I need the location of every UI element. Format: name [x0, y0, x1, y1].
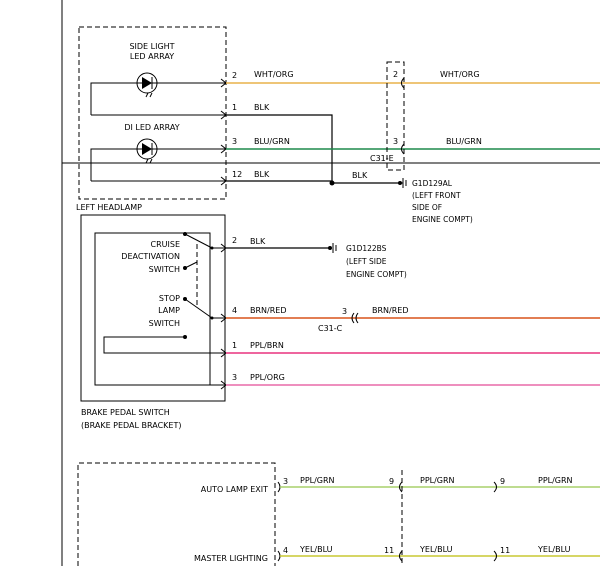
brake-switch-label-2: (BRAKE PEDAL BRACKET): [81, 421, 181, 430]
led-icon: [136, 138, 158, 164]
connector-icon: [220, 78, 227, 186]
ground-dot: [328, 246, 332, 250]
wire-label-blk: BLK: [254, 103, 270, 112]
side-light-label-2: LED ARRAY: [130, 52, 174, 61]
connector-c31e-box: [386, 61, 405, 171]
wire-label-ppl-brn: PPL/BRN: [250, 341, 284, 350]
wire-label-blk-2: BLK: [254, 170, 270, 179]
brake-switch-label-1: BRAKE PEDAL SWITCH: [81, 408, 170, 417]
side-light-internal-wire: [90, 82, 226, 115]
brake-pin-1: 1: [232, 341, 237, 350]
lower-module-box: [77, 462, 276, 566]
cruise-label-1: CRUISE: [151, 240, 181, 249]
ground-g1-line4: ENGINE COMPT): [412, 215, 473, 224]
c31e-pin-2: 2: [393, 70, 398, 79]
cruise-label-3: SWITCH: [149, 265, 180, 274]
ground-g1-line3: SIDE OF: [412, 203, 442, 212]
wire-label-ppl-grn-3: PPL/GRN: [538, 476, 573, 485]
wire-label-yel-blu-3: YEL/BLU: [537, 545, 571, 554]
switch-icon: [183, 232, 214, 270]
connector-c31e-label: C31-E: [370, 154, 394, 163]
brake-pin-4: 4: [232, 306, 237, 315]
ground-g2-line3: ENGINE COMPT): [346, 270, 407, 279]
ground-g1-line2: (LEFT FRONT: [412, 191, 461, 200]
inline-pin-9: 9: [389, 477, 394, 486]
connector-icon: [277, 481, 281, 562]
ground-g2-line2: (LEFT SIDE: [346, 257, 387, 266]
wire-blk-pin12: [226, 180, 400, 184]
di-led-internal-wire: [90, 148, 226, 181]
inline-pin-11: 11: [384, 546, 394, 555]
inline-pin-11-b: 11: [500, 546, 510, 555]
connector-icon: [401, 77, 405, 155]
pin-12: 12: [232, 170, 242, 179]
inline-pin-9-b: 9: [500, 477, 505, 486]
brake-switch-inner-box: [94, 232, 211, 386]
side-light-label-1: SIDE LIGHT: [129, 42, 174, 51]
wire-label-blu-grn: BLU/GRN: [254, 137, 290, 146]
wire-label-yel-blu: YEL/BLU: [299, 545, 333, 554]
ground-icon: [332, 243, 337, 253]
pin-2: 2: [232, 71, 237, 80]
auto-lamp-exit-label: AUTO LAMP EXIT: [201, 485, 268, 494]
led-icon: [136, 72, 158, 98]
ground-dot: [398, 181, 402, 185]
brake-pin-3: 3: [232, 373, 237, 382]
di-led-label: DI LED ARRAY: [124, 123, 179, 132]
wire-label-wht-org: WHT/ORG: [254, 70, 294, 79]
c31e-pin-3: 3: [393, 137, 398, 146]
ground-g2-line1: G1D122BS: [346, 244, 387, 253]
module-pin-3: 3: [283, 477, 288, 486]
wire-blk-pin1: [226, 114, 333, 183]
stop-lamp-label-2: LAMP: [158, 306, 180, 315]
brake-pedal-switch-box: [80, 214, 226, 402]
wire-label-yel-blu-2: YEL/BLU: [419, 545, 453, 554]
pin-3: 3: [232, 137, 237, 146]
brake-pin-2: 2: [232, 236, 237, 245]
wire-label-brn-red-2: BRN/RED: [372, 306, 409, 315]
stop-lamp-label-1: STOP: [159, 294, 180, 303]
wire-label-blk-brake: BLK: [250, 237, 266, 246]
wire-label-blu-grn-2: BLU/GRN: [446, 137, 482, 146]
wire-label-ppl-org: PPL/ORG: [250, 373, 285, 382]
wire-label-wht-org-2: WHT/ORG: [440, 70, 480, 79]
wire-label-ppl-grn-2: PPL/GRN: [420, 476, 455, 485]
wire-label-blk-3: BLK: [352, 171, 368, 180]
stop-lamp-label-3: SWITCH: [149, 319, 180, 328]
ground-g1-line1: G1D129AL: [412, 179, 453, 188]
connector-icon: [351, 312, 359, 324]
wire-label-brn-red: BRN/RED: [250, 306, 287, 315]
cruise-label-2: DEACTIVATION: [121, 252, 180, 261]
wire-label-ppl-grn: PPL/GRN: [300, 476, 335, 485]
c31c-pin-3: 3: [342, 307, 347, 316]
splice-dot: [329, 180, 335, 186]
connector-icon: [399, 481, 497, 562]
connector-c31c-label: C31-C: [318, 324, 343, 333]
master-lighting-label: MASTER LIGHTING: [194, 554, 268, 563]
stop-switch-internal-wire: [103, 336, 226, 354]
pin-1: 1: [232, 103, 237, 112]
left-headlamp-label: LEFT HEADLAMP: [76, 203, 142, 212]
switch-icon: [183, 297, 214, 339]
left-headlamp-box: [78, 26, 227, 200]
module-pin-4: 4: [283, 546, 288, 555]
